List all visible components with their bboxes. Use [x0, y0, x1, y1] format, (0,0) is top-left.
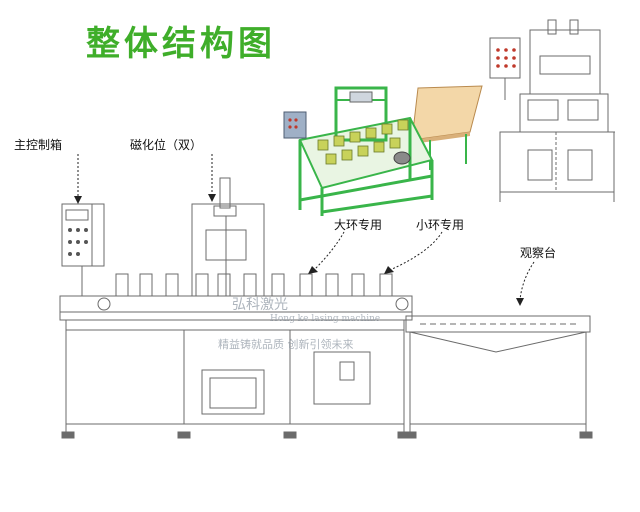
watermark-brand: 弘科激光: [232, 297, 288, 313]
watermark-slogan: 精益铸就品质 创新引领未来: [218, 338, 354, 351]
callout-leaders: [77, 154, 535, 301]
label-main-control-box: 主控制箱: [14, 138, 63, 152]
machine-side-view: [489, 19, 615, 202]
page-title: 整体结构图: [86, 24, 276, 64]
label-observation-table: 观察台: [520, 246, 557, 260]
watermark-brand-en: Hong ke lasing machine: [270, 314, 381, 324]
label-large-ring: 大环专用: [334, 218, 383, 232]
machine-3d-render: [283, 85, 483, 216]
label-small-ring: 小环专用: [416, 218, 465, 232]
label-magnetize-station: 磁化位（双）: [130, 138, 203, 152]
callout-arrowheads: [74, 194, 524, 306]
machine-front-view: [59, 177, 593, 439]
